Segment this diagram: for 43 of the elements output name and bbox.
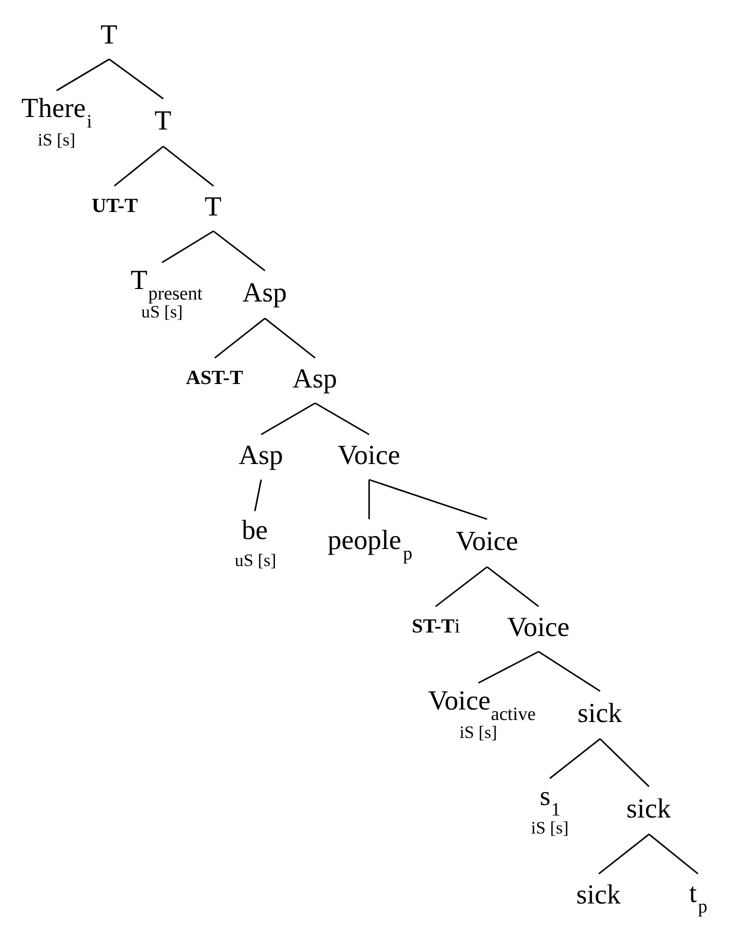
node-text: ST-Ti <box>412 615 460 638</box>
connector <box>486 566 539 607</box>
node-text: T$_{present}$ uS [s] <box>130 264 203 321</box>
connector <box>368 479 370 519</box>
node-text: t$_{p}$ <box>689 876 708 918</box>
connector <box>108 58 164 99</box>
node-text: sick <box>626 792 671 823</box>
connector <box>435 566 488 607</box>
node-text: T <box>204 190 222 222</box>
connector <box>314 402 370 435</box>
node-text: T <box>100 18 118 50</box>
node-text: Voice <box>456 524 518 556</box>
connector <box>114 145 164 186</box>
connector <box>213 230 266 271</box>
node-text: be uS [s] <box>234 513 276 570</box>
node-text: sick <box>577 696 622 728</box>
node-text: AST-T <box>186 366 244 389</box>
connector <box>598 833 650 874</box>
node-text: Voice <box>338 438 400 470</box>
connector <box>368 478 488 520</box>
connector <box>478 650 539 684</box>
node-text: Asp <box>242 276 287 308</box>
node-text: Voice$_{active}$ iS [s] <box>428 684 536 742</box>
connector <box>214 317 266 358</box>
connector <box>254 479 262 511</box>
node-text: s$_{1}$ iS [s] <box>531 779 569 837</box>
node-text: sick <box>576 878 621 909</box>
node-text: people$_{p}$ <box>328 523 412 564</box>
connector <box>264 317 316 358</box>
connector <box>162 145 214 186</box>
connector <box>260 402 316 435</box>
connector <box>56 58 110 91</box>
connector <box>648 833 698 874</box>
node-text: UT-T <box>92 194 138 217</box>
connector <box>538 650 600 692</box>
node-text: Asp <box>292 362 338 394</box>
node-text: Asp <box>238 438 284 470</box>
connector <box>549 738 601 778</box>
node-text: Voice <box>507 610 570 642</box>
connector <box>600 738 650 787</box>
node-text: There$_{i}$ iS [s] <box>21 92 92 149</box>
connector <box>162 230 214 263</box>
node-text: T <box>154 104 172 136</box>
